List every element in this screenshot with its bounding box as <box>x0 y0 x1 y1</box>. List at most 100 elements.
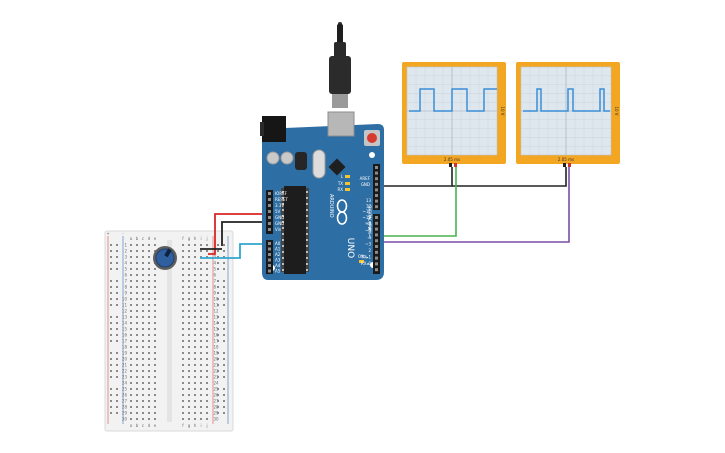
breadboard-hole[interactable] <box>194 346 196 348</box>
breadboard-hole[interactable] <box>148 382 150 384</box>
breadboard-hole[interactable] <box>136 310 138 312</box>
breadboard-hole[interactable] <box>206 322 208 324</box>
breadboard-hole[interactable] <box>200 328 202 330</box>
breadboard-hole[interactable] <box>142 256 144 258</box>
breadboard-hole[interactable] <box>130 316 132 318</box>
breadboard-hole[interactable] <box>154 286 156 288</box>
usb-cable[interactable] <box>329 22 351 108</box>
breadboard-hole[interactable] <box>200 340 202 342</box>
breadboard-hole[interactable] <box>136 340 138 342</box>
breadboard-hole[interactable] <box>154 364 156 366</box>
breadboard-hole[interactable] <box>194 316 196 318</box>
breadboard-hole[interactable] <box>136 346 138 348</box>
breadboard-hole[interactable] <box>148 310 150 312</box>
breadboard-hole[interactable] <box>200 286 202 288</box>
breadboard-hole[interactable] <box>148 334 150 336</box>
header-pin[interactable] <box>375 188 378 192</box>
breadboard-hole[interactable] <box>194 280 196 282</box>
breadboard-hole[interactable] <box>136 412 138 414</box>
rail-hole[interactable] <box>110 304 112 306</box>
oscilloscope-2[interactable]: 2.05 ms 10 V <box>516 62 620 167</box>
breadboard-hole[interactable] <box>182 382 184 384</box>
rail-hole[interactable] <box>223 388 225 390</box>
breadboard-hole[interactable] <box>200 244 202 246</box>
rail-hole[interactable] <box>110 364 112 366</box>
breadboard-hole[interactable] <box>194 292 196 294</box>
breadboard-hole[interactable] <box>142 340 144 342</box>
breadboard-hole[interactable] <box>182 412 184 414</box>
header-pin[interactable] <box>268 198 271 201</box>
breadboard-hole[interactable] <box>182 406 184 408</box>
rail-hole[interactable] <box>116 244 118 246</box>
breadboard-hole[interactable] <box>154 250 156 252</box>
breadboard-hole[interactable] <box>136 382 138 384</box>
breadboard-hole[interactable] <box>182 346 184 348</box>
breadboard-hole[interactable] <box>182 358 184 360</box>
breadboard-hole[interactable] <box>200 352 202 354</box>
rail-hole[interactable] <box>116 286 118 288</box>
breadboard-hole[interactable] <box>154 268 156 270</box>
header-pin[interactable] <box>375 216 378 219</box>
breadboard-hole[interactable] <box>200 304 202 306</box>
breadboard-hole[interactable] <box>206 412 208 414</box>
breadboard-hole[interactable] <box>194 262 196 264</box>
breadboard-hole[interactable] <box>136 406 138 408</box>
breadboard-hole[interactable] <box>130 268 132 270</box>
breadboard-hole[interactable] <box>130 394 132 396</box>
breadboard-hole[interactable] <box>136 358 138 360</box>
rail-hole[interactable] <box>110 376 112 378</box>
breadboard-hole[interactable] <box>130 412 132 414</box>
breadboard-hole[interactable] <box>148 250 150 252</box>
rail-hole[interactable] <box>223 256 225 258</box>
breadboard-hole[interactable] <box>136 280 138 282</box>
breadboard-hole[interactable] <box>194 418 196 420</box>
breadboard-hole[interactable] <box>188 364 190 366</box>
breadboard-hole[interactable] <box>142 244 144 246</box>
breadboard-hole[interactable] <box>148 262 150 264</box>
arduino-uno[interactable]: L TX RX ON ARDUINO UNO DIGITAL (PWM~) IO… <box>260 111 384 280</box>
breadboard-hole[interactable] <box>182 328 184 330</box>
header-pin[interactable] <box>375 256 378 260</box>
breadboard-hole[interactable] <box>154 376 156 378</box>
breadboard-hole[interactable] <box>142 376 144 378</box>
rail-hole[interactable] <box>116 406 118 408</box>
rail-hole[interactable] <box>116 328 118 330</box>
rail-hole[interactable] <box>116 262 118 264</box>
rail-hole[interactable] <box>116 256 118 258</box>
rail-hole[interactable] <box>110 328 112 330</box>
breadboard-hole[interactable] <box>154 388 156 390</box>
breadboard-hole[interactable] <box>148 370 150 372</box>
breadboard-hole[interactable] <box>188 322 190 324</box>
breadboard-hole[interactable] <box>182 376 184 378</box>
header-pin[interactable] <box>268 247 271 251</box>
breadboard-hole[interactable] <box>148 304 150 306</box>
rail-hole[interactable] <box>217 268 219 270</box>
rail-hole[interactable] <box>223 376 225 378</box>
breadboard-hole[interactable] <box>142 310 144 312</box>
breadboard-hole[interactable] <box>148 400 150 402</box>
breadboard-hole[interactable] <box>130 352 132 354</box>
breadboard-hole[interactable] <box>188 394 190 396</box>
rail-hole[interactable] <box>223 304 225 306</box>
rail-hole[interactable] <box>223 328 225 330</box>
breadboard-hole[interactable] <box>194 364 196 366</box>
breadboard-hole[interactable] <box>136 364 138 366</box>
breadboard-hole[interactable] <box>148 340 150 342</box>
breadboard-hole[interactable] <box>136 244 138 246</box>
breadboard-hole[interactable] <box>130 376 132 378</box>
breadboard-holes[interactable] <box>110 244 225 420</box>
breadboard-hole[interactable] <box>136 334 138 336</box>
breadboard-hole[interactable] <box>142 262 144 264</box>
breadboard-hole[interactable] <box>136 376 138 378</box>
header-pin[interactable] <box>268 192 271 195</box>
rail-hole[interactable] <box>223 316 225 318</box>
breadboard-hole[interactable] <box>136 262 138 264</box>
rail-hole[interactable] <box>116 376 118 378</box>
breadboard-hole[interactable] <box>130 340 132 342</box>
breadboard-hole[interactable] <box>188 292 190 294</box>
breadboard-hole[interactable] <box>154 304 156 306</box>
breadboard-hole[interactable] <box>206 370 208 372</box>
header-pin[interactable] <box>375 171 378 175</box>
breadboard-hole[interactable] <box>130 406 132 408</box>
breadboard-hole[interactable] <box>188 334 190 336</box>
